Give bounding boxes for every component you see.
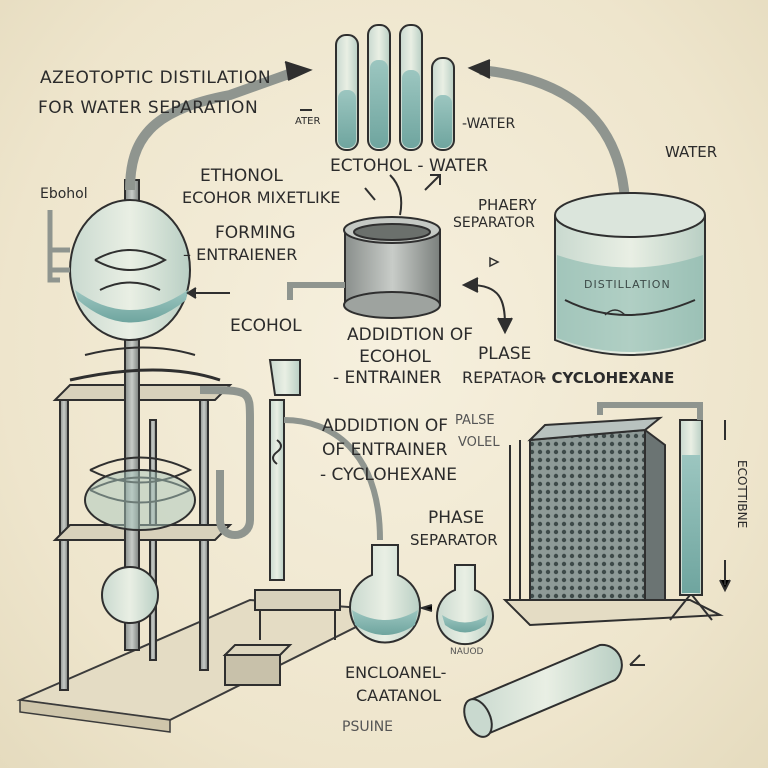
- bottom-equipment: [222, 643, 645, 738]
- title-line-2: FOR WATER SEPARATION: [38, 98, 259, 118]
- label-ecohor-mixetlike: ECOHOR MIXETLIKE: [182, 188, 341, 207]
- label-water-small: -WATER: [462, 116, 516, 132]
- label-distillation-tank: DISTILLATION: [584, 278, 671, 291]
- label-phaery-separator: SEPARATOR: [453, 215, 535, 231]
- label-volel: VOLEL: [458, 435, 500, 450]
- label-addition-1-line-1: ADDIDTION OF: [347, 325, 473, 345]
- condenser-tube: [597, 402, 731, 621]
- distillation-column: [47, 61, 313, 691]
- label-cyclohexane-right: - CYCLOHEXANE: [540, 369, 675, 387]
- small-marks: [489, 256, 626, 316]
- label-phase: PHASE: [428, 508, 485, 528]
- label-ecohol-water: ECTOHOL - WATER: [330, 156, 489, 176]
- label-palse: PALSE: [455, 413, 495, 428]
- label-ebohol: Ebohol: [40, 186, 88, 202]
- title-line-1: AZEOTOPTIC DISTILATION: [40, 68, 272, 88]
- round-flasks: [349, 544, 494, 646]
- label-ecohol-left: ECOHOL: [230, 316, 302, 336]
- filter-block: [502, 416, 724, 627]
- label-ethonol: ETHONOL: [200, 166, 283, 186]
- label-repataor: REPATAOR: [462, 368, 545, 387]
- label-nauod: NAUOD: [450, 647, 484, 657]
- label-addition-2-line-2: OF ENTRAINER: [322, 440, 448, 460]
- label-addition-2-line-3: - CYCLOHEXANE: [320, 465, 457, 485]
- label-phase-separator: SEPARATOR: [410, 531, 498, 549]
- label-encloanel: ENCLOANEL-: [345, 663, 447, 682]
- burette: [254, 359, 383, 640]
- label-forming: FORMING: [215, 223, 296, 243]
- mixing-vessel: [287, 174, 441, 319]
- label-water-right: WATER: [665, 143, 718, 161]
- flow-arrows: [186, 109, 513, 335]
- label-addition-1-line-2: ECOHOL: [359, 347, 431, 367]
- label-psuine: PSUINE: [342, 719, 394, 735]
- label-plase: PLASE: [478, 344, 532, 364]
- label-ater: ATER: [295, 116, 321, 127]
- label-ecotibne: ECOTTIBNE: [735, 460, 749, 529]
- test-tubes: [335, 24, 455, 151]
- label-phaery: PHAERY: [478, 196, 537, 214]
- label-forming-entrainer: – ENTRAIENER: [183, 245, 298, 264]
- label-addition-2-line-1: ADDIDTION OF: [322, 416, 448, 436]
- label-caatanol: CAATANOL: [356, 686, 442, 705]
- label-addition-1-line-3: - ENTRAINER: [333, 368, 442, 388]
- return-arrow: [467, 59, 630, 201]
- distillation-tank: [554, 192, 706, 356]
